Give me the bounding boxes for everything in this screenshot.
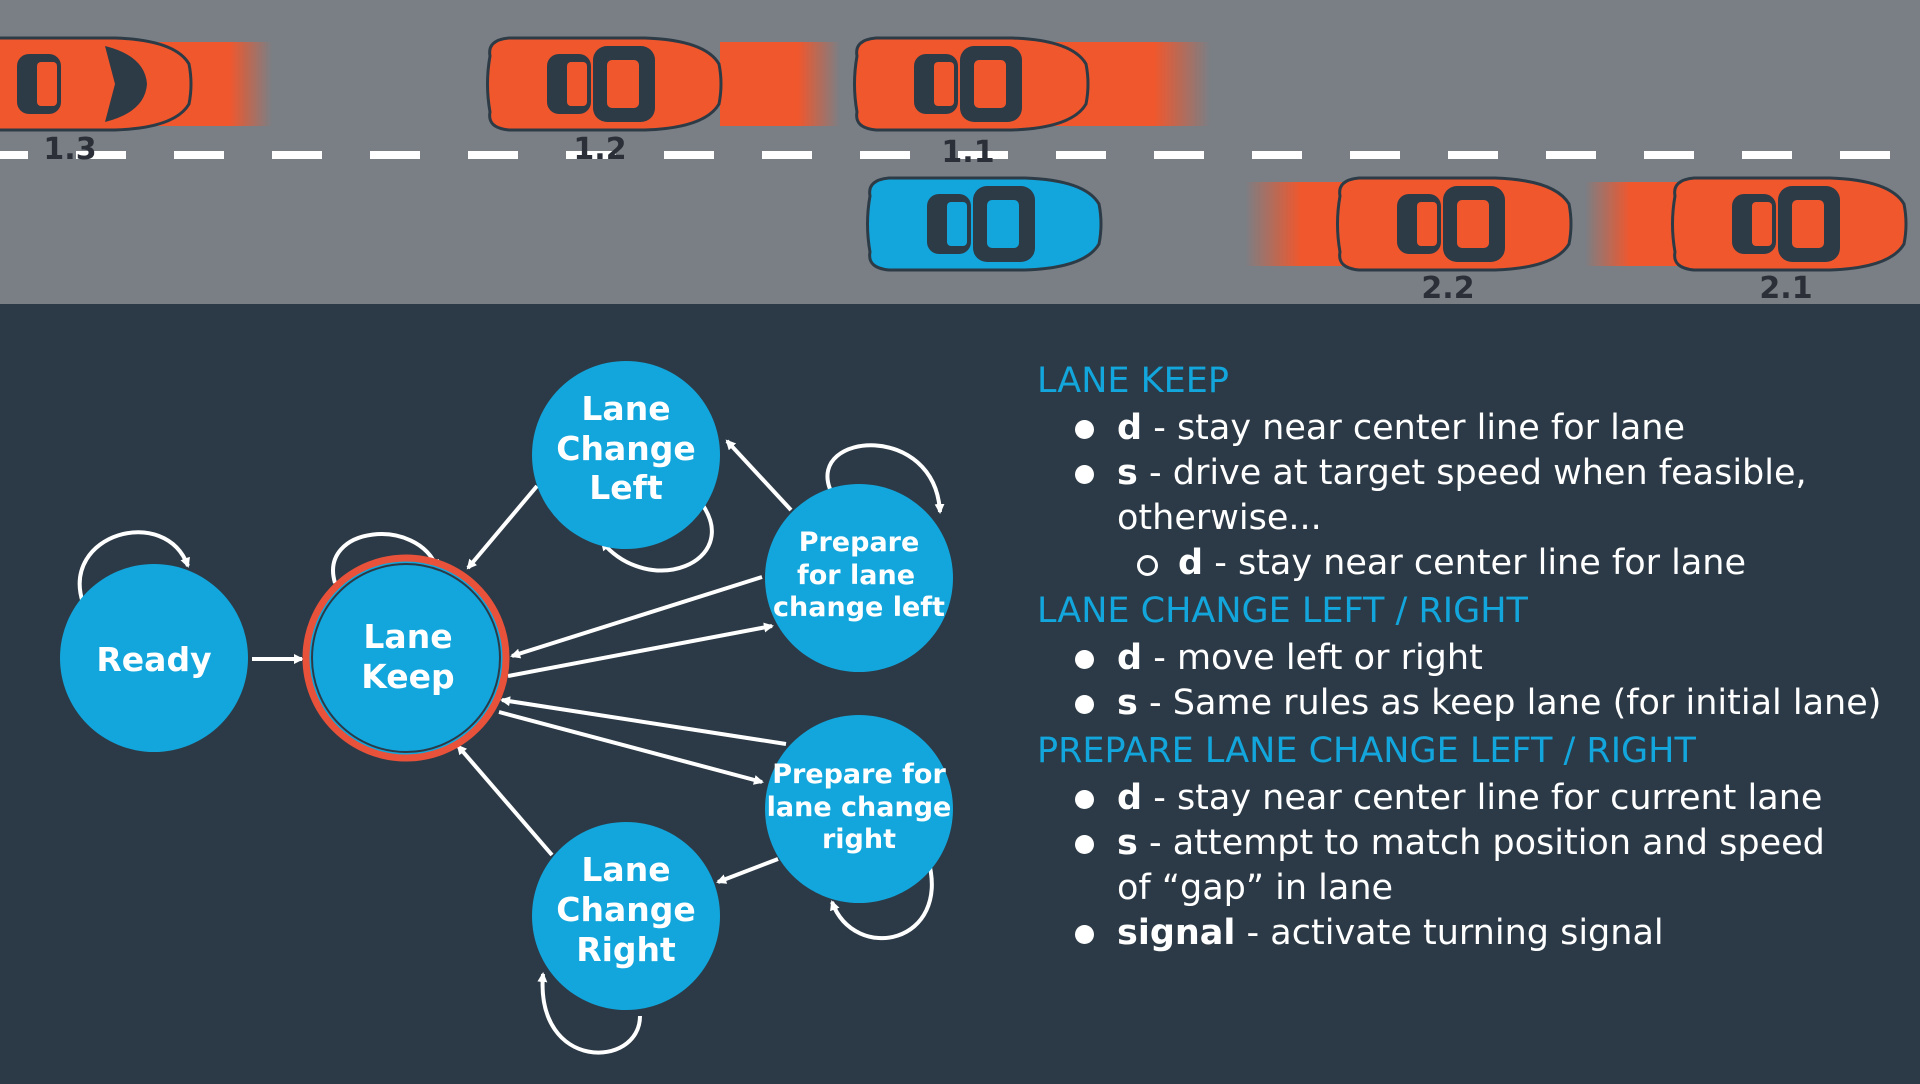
rule-text: - activate turning signal (1235, 913, 1664, 953)
list-item: d - stay near center line for current la… (1037, 776, 1897, 821)
rule-text-continued: otherwise... (1117, 498, 1322, 538)
loop-lane-keep (331, 532, 439, 584)
car-label-1-3: 1.3 (43, 132, 96, 167)
node-lcl-label-1: Lane (581, 389, 670, 428)
car-label-1-2: 1.2 (573, 132, 626, 167)
lane-divider (0, 151, 1890, 159)
car-label-1-1: 1.1 (941, 135, 994, 170)
rule-text: - move left or right (1142, 638, 1483, 678)
loop-ready (77, 530, 190, 604)
edge-plcl-to-lcl (725, 439, 793, 512)
rules-panel: LANE KEEP d - stay near center line for … (1037, 356, 1897, 956)
list-item: d - stay near center line for lane (1037, 541, 1897, 586)
rule-key: s (1117, 823, 1138, 863)
state-machine-svg: Ready Lane Keep Lane Change Left Prepare… (60, 361, 953, 1064)
node-plcr-label-3: right (822, 824, 896, 855)
node-prepare-lane-change-right: Prepare for lane change right (765, 715, 953, 903)
heading-prepare-lane-change: PREPARE LANE CHANGE LEFT / RIGHT (1037, 731, 1696, 771)
rule-text-continued: of “gap” in lane (1117, 868, 1394, 908)
rule-key: d (1178, 543, 1204, 583)
ego-car (866, 176, 1103, 272)
loop-plcr (830, 858, 934, 941)
node-ready: Ready (60, 564, 248, 752)
node-lcl-label-3: Left (589, 468, 663, 507)
list-item: s - attempt to match position and speed … (1037, 821, 1897, 911)
node-lane-change-right: Lane Change Right (532, 822, 720, 1010)
rule-key: s (1117, 453, 1138, 493)
car-2-1: 2.1 (1585, 176, 1908, 304)
node-plcl-label-2: for lane (797, 560, 915, 591)
rule-key: d (1117, 408, 1143, 448)
loop-lcr-hidden (531, 980, 564, 1064)
heading-lane-change: LANE CHANGE LEFT / RIGHT (1037, 591, 1528, 631)
heading-lane-keep: LANE KEEP (1037, 361, 1229, 401)
node-lcr-label-2: Change (556, 890, 695, 929)
rule-key: s (1117, 683, 1138, 723)
bullet-icon (1075, 420, 1094, 439)
edge-plcl-to-lane-keep (510, 575, 763, 659)
bullet-icon (1075, 835, 1094, 854)
bullet-icon (1075, 790, 1094, 809)
list-item: signal - activate turning signal (1037, 911, 1897, 956)
rule-text: - stay near center line for lane (1203, 543, 1747, 583)
rule-key: d (1117, 638, 1143, 678)
list-item: d - stay near center line for lane (1037, 406, 1897, 451)
node-lcl-label-2: Change (556, 429, 695, 468)
node-lane-keep-label-1: Lane (363, 617, 452, 656)
node-prepare-lane-change-left: Prepare for lane change left (765, 484, 953, 672)
rule-text: - attempt to match position and speed (1137, 823, 1825, 863)
rule-text: - drive at target speed when feasible, (1137, 453, 1807, 493)
hollow-bullet-icon (1137, 555, 1158, 576)
rule-text: - stay near center line for current lane (1142, 778, 1823, 818)
rule-text: - stay near center line for lane (1142, 408, 1686, 448)
car-1-3: 1.3 (0, 36, 272, 167)
bullet-icon (1075, 925, 1094, 944)
car-label-2-1: 2.1 (1759, 271, 1812, 304)
edge-lane-keep-to-plcl (507, 622, 774, 678)
node-lcr-label-1: Lane (581, 850, 670, 889)
car-2-2: 2.2 (1245, 176, 1573, 304)
bullet-icon (1075, 465, 1094, 484)
edges (77, 439, 945, 1064)
list-item: d - move left or right (1037, 636, 1897, 681)
list-item: s - Same rules as keep lane (for initial… (1037, 681, 1897, 726)
edge-lane-keep-to-plcr (498, 710, 764, 785)
car-1-1: 1.1 (853, 36, 1210, 170)
node-lane-keep-label-2: Keep (361, 657, 454, 696)
node-lane-keep: Lane Keep (302, 554, 510, 762)
rule-text: - Same rules as keep lane (for initial l… (1137, 683, 1882, 723)
loop-lcr (537, 972, 642, 1055)
list-item: s - drive at target speed when feasible,… (1037, 451, 1897, 541)
road-svg: 1.3 1.2 1.1 (0, 36, 1908, 304)
bullet-icon (1075, 650, 1094, 669)
road-scene: 1.3 1.2 1.1 (0, 0, 1920, 304)
state-machine-diagram: Ready Lane Keep Lane Change Left Prepare… (0, 304, 1000, 1080)
loop-plcl (825, 443, 945, 514)
node-lane-change-left: Lane Change Left (532, 361, 720, 549)
rule-key: signal (1117, 913, 1236, 953)
node-lcr-label-3: Right (576, 930, 676, 969)
node-plcr-label-2: lane change (767, 792, 952, 823)
bullet-icon (1075, 695, 1094, 714)
car-label-2-2: 2.2 (1421, 271, 1474, 304)
loop-lcl (600, 502, 714, 573)
node-ready-label: Ready (96, 640, 211, 679)
edge-lcl-to-lane-keep (466, 484, 539, 570)
car-1-2: 1.2 (486, 36, 840, 167)
node-plcl-label-1: Prepare (799, 527, 920, 558)
node-plcr-label-1: Prepare for (772, 759, 946, 790)
rule-key: d (1117, 778, 1143, 818)
edge-lcr-to-lane-keep (456, 744, 554, 857)
edge-plcr-to-lane-keep (500, 696, 787, 746)
edge-plcr-to-lcr (716, 857, 779, 884)
node-plcl-label-3: change left (773, 592, 945, 623)
